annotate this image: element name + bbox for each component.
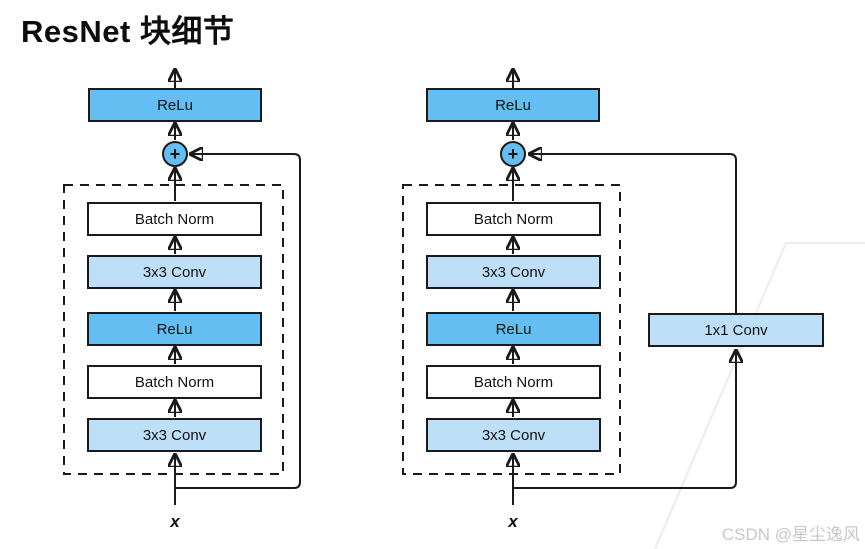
background-watermark-slash	[654, 242, 865, 549]
left-input-label: x	[170, 512, 180, 531]
left-add-node: +	[162, 141, 188, 167]
right-dashed-boundary	[402, 184, 621, 475]
left-conv-1-box: 3x3 Conv	[87, 418, 262, 452]
left-block-wires	[63, 71, 301, 505]
left-output-relu-box: ReLu	[88, 88, 262, 122]
right-conv-1-box: 3x3 Conv	[426, 418, 601, 452]
left-skip-connection	[175, 154, 301, 489]
right-output-relu-box: ReLu	[426, 88, 600, 122]
right-skip-conv-box: 1x1 Conv	[648, 313, 824, 347]
page-title: ResNet 块细节	[21, 14, 235, 49]
right-block-wires	[402, 71, 737, 505]
right-batch-norm-2-box: Batch Norm	[426, 202, 601, 236]
left-inner-relu-box: ReLu	[87, 312, 262, 346]
right-conv-2-box: 3x3 Conv	[426, 255, 601, 289]
left-batch-norm-2-box: Batch Norm	[87, 202, 262, 236]
left-batch-norm-1-box: Batch Norm	[87, 365, 262, 399]
right-input-label: x	[508, 512, 518, 531]
watermark-text: CSDN @星尘逸风	[721, 525, 860, 544]
right-skip-lower	[513, 352, 736, 489]
right-skip-upper	[531, 154, 737, 313]
left-dashed-boundary	[63, 184, 284, 475]
right-inner-relu-box: ReLu	[426, 312, 601, 346]
right-batch-norm-1-box: Batch Norm	[426, 365, 601, 399]
right-add-node: +	[500, 141, 526, 167]
left-conv-2-box: 3x3 Conv	[87, 255, 262, 289]
